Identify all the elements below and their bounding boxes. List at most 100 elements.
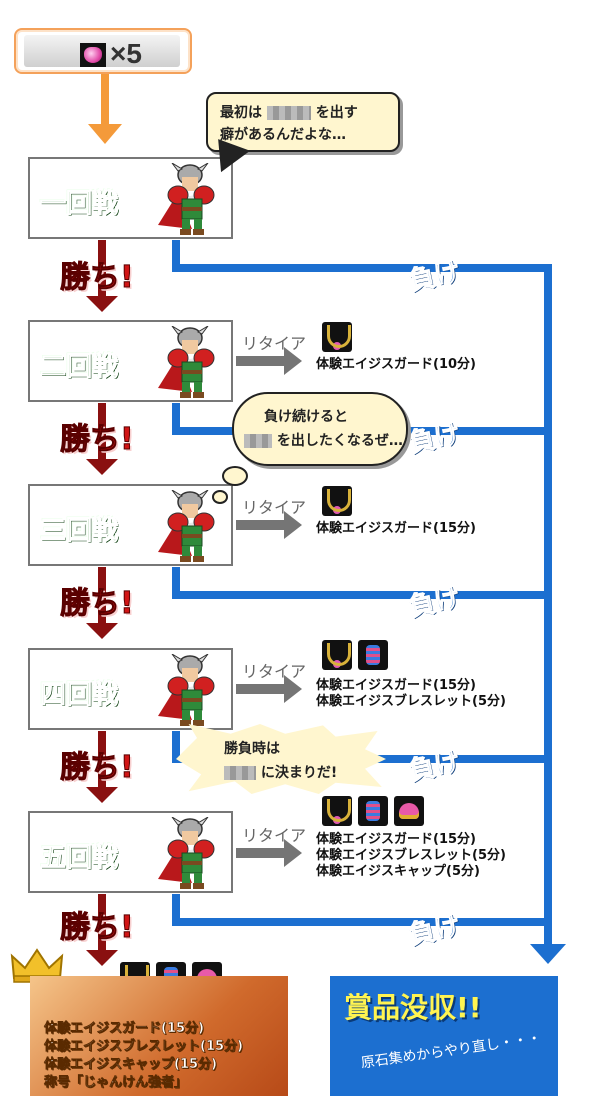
round-3-label: 三回戦 — [39, 516, 119, 547]
win-arrow-1-shaft — [98, 240, 106, 296]
start-arrow-shaft — [101, 74, 109, 126]
lose-label-2: 負け — [405, 418, 464, 460]
win-arrow-3-shaft — [98, 567, 106, 623]
bubble-1-text-a: 最初は — [220, 105, 262, 121]
retire-arrow-4-right-icon — [284, 675, 302, 703]
retire-arrow-3-right-icon — [284, 511, 302, 539]
win-label-5: 勝ち! — [60, 910, 135, 946]
champion-item: 体験エイジスキャップ(15分) — [44, 1057, 217, 1073]
confiscation-subtitle: 原石集めからやり直し・・・ — [359, 1030, 543, 1072]
prize-item: 体験エイジスガード(10分) — [316, 357, 476, 372]
prize-item: 体験エイジスガード(15分) — [316, 521, 476, 536]
prize-round-4: 体験エイジスガード(15分) 体験エイジスブレスレット(5分) — [316, 678, 506, 710]
thought-dot-large — [222, 466, 248, 486]
win-arrow-2-shaft — [98, 403, 106, 459]
prize-item: 体験エイジスキャップ(5分) — [316, 864, 480, 879]
round-2-label: 二回戦 — [39, 352, 119, 383]
lose-line-4-drop — [172, 731, 180, 763]
bubble-1-text-b: を出す — [315, 105, 358, 121]
lose-label-1: 負け — [405, 256, 464, 298]
bubble-3-text: に決まりだ! — [260, 765, 338, 781]
warrior-icon — [157, 654, 215, 727]
win-arrow-4-down-icon — [86, 787, 118, 803]
prize-item: 体験エイジスガード(15分) — [316, 678, 476, 693]
cost-box: ×5 — [14, 28, 192, 74]
bubble-3-line-2: に決まりだ! — [224, 762, 337, 782]
speech-bubble-1: 最初は を出す 癖があるんだよな… — [206, 92, 400, 152]
prize-item: 体験エイジスガード(15分) — [316, 832, 476, 847]
cost-multiplier: ×5 — [110, 38, 142, 69]
win-label-2: 勝ち! — [60, 422, 135, 458]
win-arrow-4-shaft — [98, 731, 106, 787]
lose-line-1 — [172, 264, 552, 272]
win-arrow-5-down-icon — [86, 950, 118, 966]
round-4-label: 四回戦 — [39, 680, 119, 711]
round-3-box: 三回戦 — [28, 484, 233, 566]
necklace-icon — [322, 322, 352, 352]
necklace-icon — [322, 640, 352, 670]
champion-item: 称号「じゃんけん強者」 — [44, 1075, 188, 1091]
thought-bubble-2: 負け続けると を出したくなるぜ… — [232, 392, 408, 466]
round-1-label: 一回戦 — [39, 189, 119, 220]
retire-arrow-2-right-icon — [284, 347, 302, 375]
censored-block — [224, 766, 256, 780]
round-1-box: 一回戦 — [28, 157, 233, 239]
win-arrow-3-down-icon — [86, 623, 118, 639]
start-arrow-down-icon — [88, 124, 122, 144]
prize-item: 体験エイジスブレスレット(5分) — [316, 694, 506, 709]
bubble-1-line-2: 癖があるんだよな… — [220, 127, 346, 143]
champion-items: 体験エイジスガード(15分) 体験エイジスブレスレット(15分) 体験エイジスキ… — [44, 1020, 243, 1092]
bubble-2-line-2: を出したくなるぜ… — [244, 430, 403, 450]
lose-line-1-drop — [172, 240, 180, 272]
retire-line-3 — [236, 520, 286, 530]
necklace-icon — [322, 486, 352, 516]
lose-line-3-drop — [172, 567, 180, 599]
prize-round-2: 体験エイジスガード(10分) — [316, 357, 476, 373]
round-2-box: 二回戦 — [28, 320, 233, 402]
lose-trunk-line — [544, 264, 552, 946]
lose-line-2-drop — [172, 403, 180, 435]
cap-icon — [394, 796, 424, 826]
win-label-4: 勝ち! — [60, 750, 135, 786]
confiscation-title: 賞品没収!! — [344, 991, 482, 1024]
censored-block — [266, 106, 311, 120]
lose-line-5-drop — [172, 894, 180, 926]
champion-item: 体験エイジスブレスレット(15分) — [44, 1039, 243, 1055]
lose-label-5: 負け — [405, 910, 464, 952]
warrior-icon — [157, 163, 215, 236]
warrior-icon — [157, 817, 215, 890]
win-label-1: 勝ち! — [60, 260, 135, 296]
censored-block — [244, 434, 272, 448]
round-4-box: 四回戦 — [28, 648, 233, 730]
lose-label-4: 負け — [405, 746, 464, 788]
round-5-box: 五回戦 — [28, 811, 233, 893]
champion-item: 体験エイジスガード(15分) — [44, 1021, 204, 1037]
prize-round-3: 体験エイジスガード(15分) — [316, 521, 476, 537]
shout-bubble-3 — [176, 724, 386, 794]
win-arrow-2-down-icon — [86, 459, 118, 475]
win-arrow-1-down-icon — [86, 296, 118, 312]
lose-line-5 — [172, 918, 552, 926]
thought-dot-small — [212, 490, 228, 504]
retire-line-2 — [236, 356, 286, 366]
confiscation-box: 賞品没収!! 原石集めからやり直し・・・ — [330, 976, 558, 1096]
bubble-2-text: を出したくなるぜ… — [276, 433, 403, 449]
warrior-icon — [157, 326, 215, 399]
lose-line-3 — [172, 591, 552, 599]
prize-item: 体験エイジスブレスレット(5分) — [316, 848, 506, 863]
retire-line-5 — [236, 848, 286, 858]
champion-reward-box: 体験エイジスガード(15分) 体験エイジスブレスレット(15分) 体験エイジスキ… — [30, 976, 288, 1096]
retire-arrow-5-right-icon — [284, 839, 302, 867]
necklace-icon — [322, 796, 352, 826]
lose-arrow-down-icon — [530, 944, 566, 964]
win-label-3: 勝ち! — [60, 586, 135, 622]
bracelet-icon — [358, 796, 388, 826]
bracelet-icon — [358, 640, 388, 670]
retire-line-4 — [236, 684, 286, 694]
win-arrow-5-shaft — [98, 894, 106, 950]
cost-panel: ×5 — [24, 35, 180, 69]
round-5-label: 五回戦 — [39, 843, 119, 874]
gem-icon — [80, 43, 106, 67]
lose-label-3: 負け — [405, 582, 464, 624]
bubble-1-line-1: 最初は を出す — [220, 102, 358, 122]
